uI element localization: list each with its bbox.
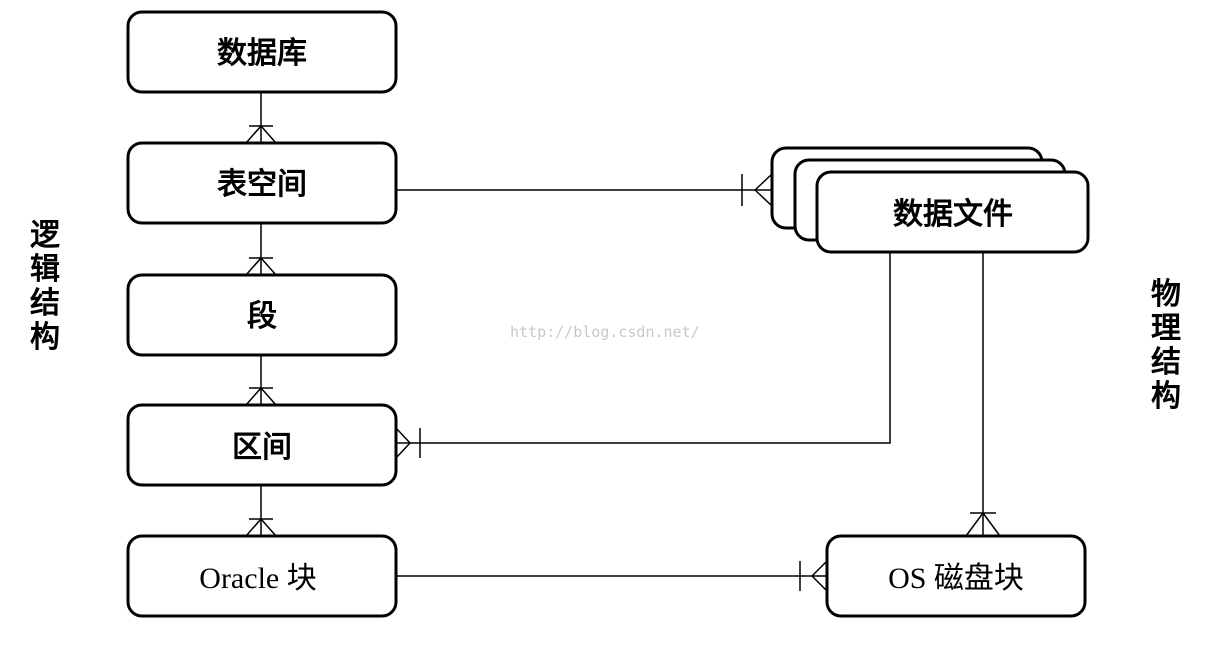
physical-label-char-1: 物 — [1151, 277, 1181, 312]
box-oracle-block: Oracle 块 — [126, 534, 398, 618]
connector-oracle-block-os-block — [396, 560, 828, 592]
logical-label-char-1: 逻 — [30, 218, 60, 253]
box-oracle-block-label: Oracle 块 — [199, 562, 316, 595]
physical-label-char-2: 理 — [1151, 311, 1181, 346]
connector-database-tablespace — [245, 92, 277, 144]
physical-label-char-4: 构 — [1151, 379, 1181, 414]
box-os-block-label: OS 磁盘块 — [888, 562, 1024, 595]
connector-datafile-os-block — [965, 252, 1001, 537]
box-tablespace: 表空间 — [126, 141, 398, 225]
box-segment: 段 — [126, 273, 398, 357]
box-database-label: 数据库 — [217, 36, 307, 71]
logical-label-char-2: 辑 — [30, 252, 60, 287]
box-database: 数据库 — [126, 10, 398, 94]
connector-segment-extent — [245, 355, 277, 406]
logical-label-char-3: 结 — [30, 286, 60, 321]
connector-extent-oracle-block — [245, 485, 277, 537]
box-datafile-label: 数据文件 — [893, 197, 1013, 232]
watermark-text: http://blog.csdn.net/ — [510, 323, 700, 341]
physical-label-char-3: 结 — [1151, 345, 1181, 380]
connector-datafile-extent — [395, 252, 891, 459]
connector-tablespace-segment — [245, 223, 277, 276]
connector-tablespace-datafile — [396, 173, 773, 207]
box-extent: 区间 — [126, 403, 398, 487]
box-datafile-stack: 数据文件 — [770, 146, 1090, 254]
box-extent-label: 区间 — [232, 430, 292, 465]
box-tablespace-label: 表空间 — [217, 167, 307, 202]
logical-label-char-4: 构 — [30, 320, 60, 355]
box-os-block: OS 磁盘块 — [825, 534, 1087, 618]
physical-structure-label: 物 理 结 构 — [1151, 277, 1181, 414]
box-segment-label: 段 — [247, 299, 277, 334]
logical-structure-label: 逻 辑 结 构 — [30, 218, 60, 355]
